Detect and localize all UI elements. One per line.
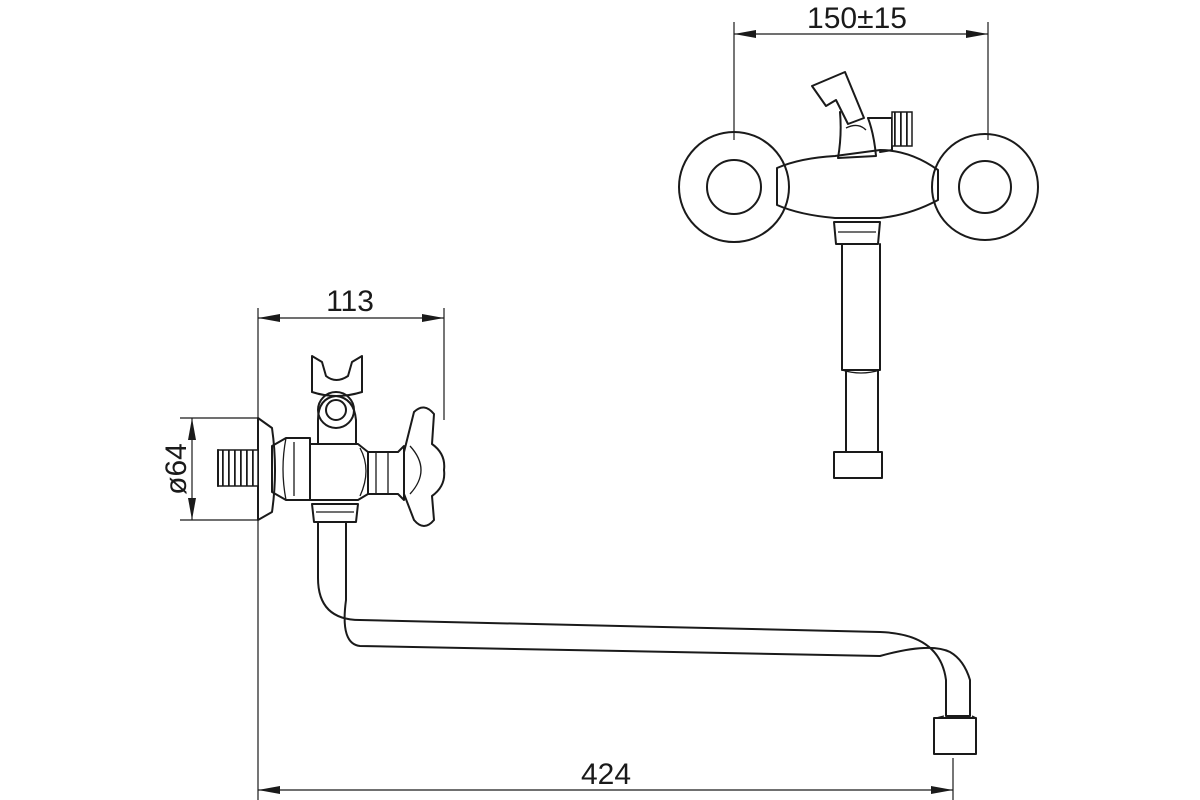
spout-nut-side (311, 503, 359, 523)
valve-stem (367, 445, 405, 501)
diverter-ring (317, 391, 355, 429)
diverter-outlet (867, 117, 893, 153)
shower-holder-side (311, 355, 363, 393)
cross-handle (403, 406, 446, 527)
flange-diameter-label: ø64 (160, 443, 193, 495)
depth-dimension: 113 (257, 285, 445, 420)
left-flange (678, 131, 790, 243)
left-flange-inner (706, 159, 762, 215)
center-spacing-dimension: 150±15 (733, 2, 989, 140)
center-spacing-label: 150±15 (807, 2, 907, 35)
shower-holder (811, 71, 865, 125)
mixer-body-side (309, 443, 369, 501)
spout-pipe-front (841, 243, 881, 371)
mixer-body (776, 149, 939, 219)
wall-flange-side (257, 417, 276, 521)
wall-thread (217, 449, 259, 487)
diverter-ring-inner (325, 399, 347, 421)
right-flange-inner (958, 160, 1012, 214)
diverter-thread (891, 111, 913, 147)
side-view: 113 ø64 424 (160, 285, 977, 800)
union-nut (271, 437, 311, 501)
depth-label: 113 (326, 285, 374, 318)
spout-tip-front (833, 451, 883, 479)
front-view: 150±15 (678, 2, 1039, 479)
spout-nut-front (833, 221, 881, 245)
spout-reach-label: 424 (581, 758, 631, 791)
holder-neck (837, 111, 877, 159)
flange-diameter-dimension: ø64 (160, 417, 258, 521)
spout-reach-dimension: 424 (257, 520, 954, 800)
spout-tip-side (933, 717, 977, 755)
right-flange (931, 133, 1039, 241)
spout-pipe-side (317, 521, 971, 717)
